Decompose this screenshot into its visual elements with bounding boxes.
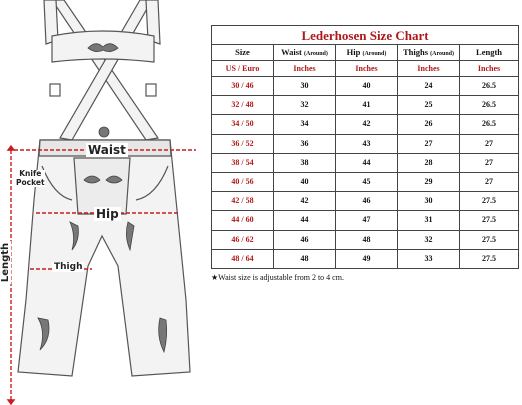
measurement-cell: 42 [273,191,336,212]
measurement-cell: 27 [397,133,460,154]
measurement-cell: 32 [397,229,460,250]
measurement-cell: 46 [335,191,398,212]
measurement-cell: 27.5 [458,229,520,250]
measurement-cell: 31 [397,210,460,231]
chest-embroidery-icon [87,43,119,52]
chart-title: Lederhosen Size Chart [210,25,520,45]
measurement-cell: 26.5 [458,95,520,116]
size-cell: 48 / 64 [211,248,274,269]
size-cell: 42 / 58 [211,191,274,212]
col-header-size: Size [211,44,274,61]
measurement-cell: 28 [397,152,460,173]
col-header-length: Length [458,44,520,61]
size-cell: 36 / 52 [211,133,274,154]
measurement-cell: 27.5 [458,248,520,269]
measurement-cell: 44 [335,152,398,173]
size-cell: 44 / 60 [211,210,274,231]
size-cell: 46 / 62 [211,229,274,250]
size-cell: 34 / 50 [211,114,274,135]
measurement-cell: 34 [273,114,336,135]
units-row: US / Euro Inches Inches Inches Inches [211,60,520,77]
measurement-cell: 47 [335,210,398,231]
measurement-cell: 33 [397,248,460,269]
measurement-cell: 32 [273,95,336,116]
measurement-cell: 27 [458,152,520,173]
measurement-cell: 27 [458,171,520,193]
unit-cell: US / Euro [211,60,274,77]
measurement-cell: 46 [273,229,336,250]
measurement-cell: 48 [335,229,398,250]
col-header-waist: Waist (Around) [273,44,336,61]
measurement-cell: 27.5 [458,210,520,231]
measurement-cell: 26.5 [458,114,520,135]
measurement-cell: 43 [335,133,398,154]
header-row: Size Waist (Around) Hip (Around) Thighs … [211,44,520,61]
size-chart-table: Lederhosen Size Chart Size Waist (Around… [210,25,520,269]
lederhosen-illustration [6,0,196,405]
measurement-cell: 24 [397,75,460,97]
size-chart: Lederhosen Size Chart Size Waist (Around… [210,25,520,282]
measurement-cell: 27 [458,133,520,154]
hip-label: Hip [94,207,121,221]
waist-adjust-note: ★Waist size is adjustable from 2 to 4 cm… [211,272,344,282]
thigh-label: Thigh [52,262,85,272]
waist-label: Waist [86,143,128,157]
measurement-cell: 49 [335,248,398,269]
measurement-cell: 44 [273,210,336,231]
measurement-cell: 40 [273,171,336,193]
trousers-outline [17,139,191,377]
length-label: Length [0,240,12,285]
measurement-cell: 38 [273,152,336,173]
unit-cell: Inches [335,60,398,77]
measurement-cell: 30 [397,191,460,212]
size-cell: 32 / 48 [211,95,274,116]
measurement-cell: 26 [397,114,460,135]
size-cell: 38 / 54 [211,152,274,173]
measurement-cell: 30 [273,75,336,97]
col-header-thighs: Thighs (Around) [397,44,460,61]
size-cell: 40 / 56 [211,171,274,193]
unit-cell: Inches [458,60,520,77]
measurement-cell: 29 [397,171,460,193]
measurement-cell: 25 [397,95,460,116]
size-cell: 30 / 46 [211,75,274,97]
measurement-cell: 26.5 [458,75,520,97]
measurement-cell: 42 [335,114,398,135]
knife-pocket-label: Knife Pocket [16,169,45,188]
col-header-hip: Hip (Around) [335,44,398,61]
measurement-cell: 41 [335,95,398,116]
measurement-cell: 45 [335,171,398,193]
measurement-cell: 36 [273,133,336,154]
unit-cell: Inches [273,60,336,77]
measurement-cell: 40 [335,75,398,97]
measurement-cell: 27.5 [458,191,520,212]
unit-cell: Inches [397,60,460,77]
measurement-cell: 48 [273,248,336,269]
